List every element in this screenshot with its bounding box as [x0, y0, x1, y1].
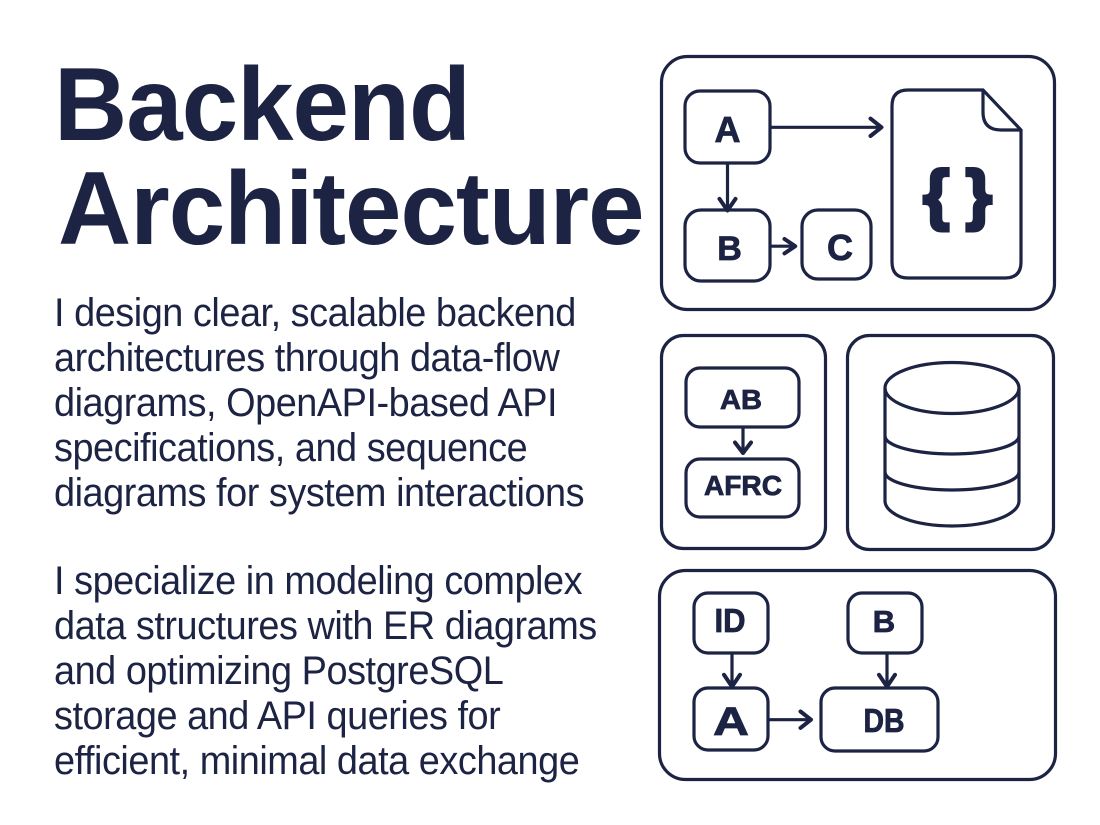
svg-text:B: B: [873, 604, 895, 639]
svg-text:DB: DB: [864, 702, 905, 739]
svg-text:{}: {}: [923, 157, 1008, 231]
svg-text:ID: ID: [715, 602, 746, 639]
svg-text:C: C: [827, 227, 853, 268]
svg-text:AB: AB: [720, 384, 762, 415]
svg-text:AFRC: AFRC: [704, 470, 782, 501]
svg-text:B: B: [717, 230, 742, 268]
svg-text:A: A: [715, 109, 741, 150]
svg-text:A: A: [713, 700, 749, 744]
